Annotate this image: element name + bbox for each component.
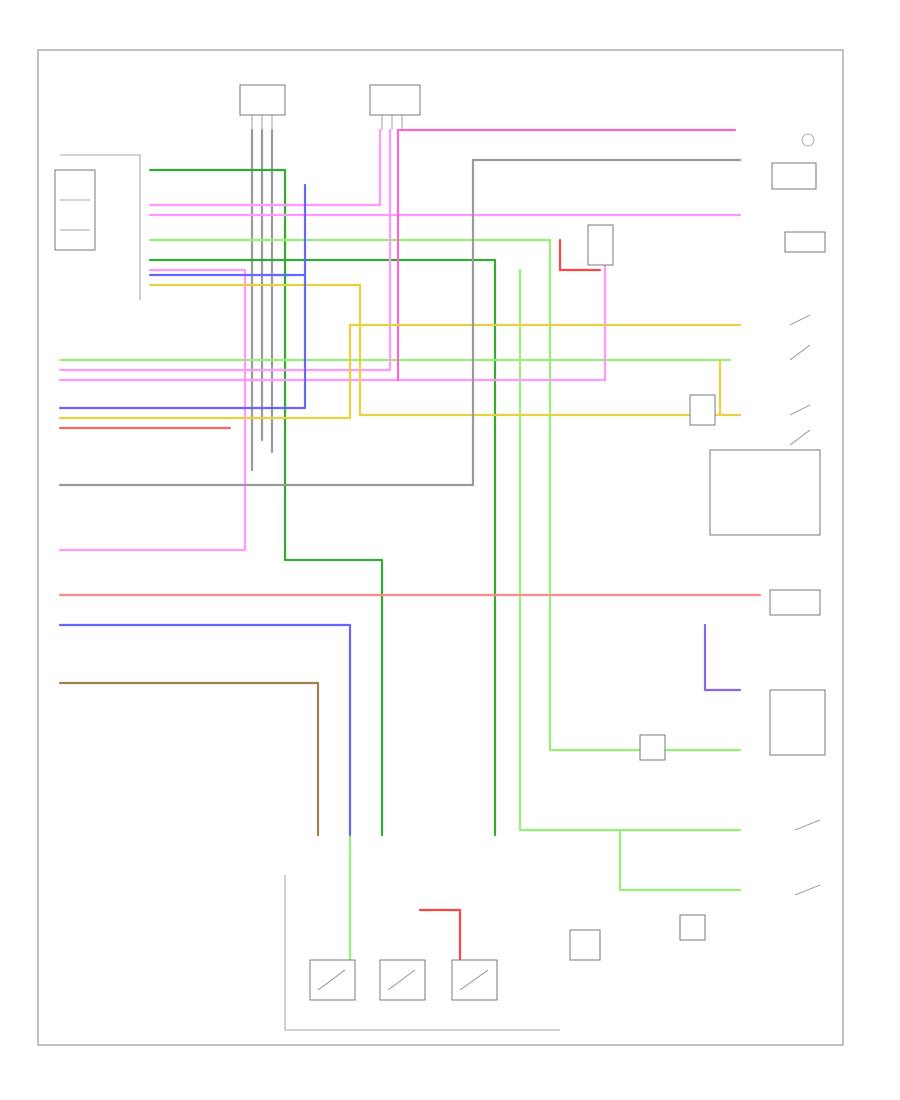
wire-magenta-3 <box>58 128 392 372</box>
wire-brown <box>58 681 320 837</box>
wire-yellow-1 <box>148 283 742 417</box>
wire-green-long <box>148 168 384 837</box>
ecu-left <box>54 154 141 300</box>
relay-center-low <box>639 734 666 761</box>
door-lock-actuator-1 <box>309 959 356 1001</box>
wire-red-actuator <box>418 908 462 962</box>
diagram-frame <box>37 49 844 1046</box>
switch-bottom-right <box>679 914 706 941</box>
door-lock-actuator-3 <box>451 959 498 1001</box>
wire-blue-3 <box>58 623 352 837</box>
switch-bottom-center <box>569 929 601 961</box>
wire-yellow-2 <box>58 323 742 420</box>
wire-magenta-4 <box>58 238 607 382</box>
wire-green-bottom <box>618 828 742 892</box>
wire-magenta-1 <box>148 128 382 207</box>
relay-center-top <box>587 224 614 266</box>
wire-green-right <box>148 238 742 752</box>
wire-magenta-5 <box>58 268 247 552</box>
wire-green-lower <box>518 268 742 832</box>
connector-top-center <box>369 84 421 130</box>
switch-right-stack <box>709 162 826 896</box>
wire-purple-right <box>703 623 742 692</box>
wire-green-right2 <box>148 258 497 837</box>
wire-gray-long <box>58 158 742 487</box>
relay-center-mid <box>689 394 716 426</box>
ground-symbol <box>801 133 815 147</box>
wire-red-right <box>558 238 602 272</box>
wire-blue-1 <box>148 183 307 277</box>
door-lock-actuator-2 <box>379 959 426 1001</box>
wire-blue-2 <box>58 273 307 410</box>
connector-top-left <box>239 84 286 130</box>
